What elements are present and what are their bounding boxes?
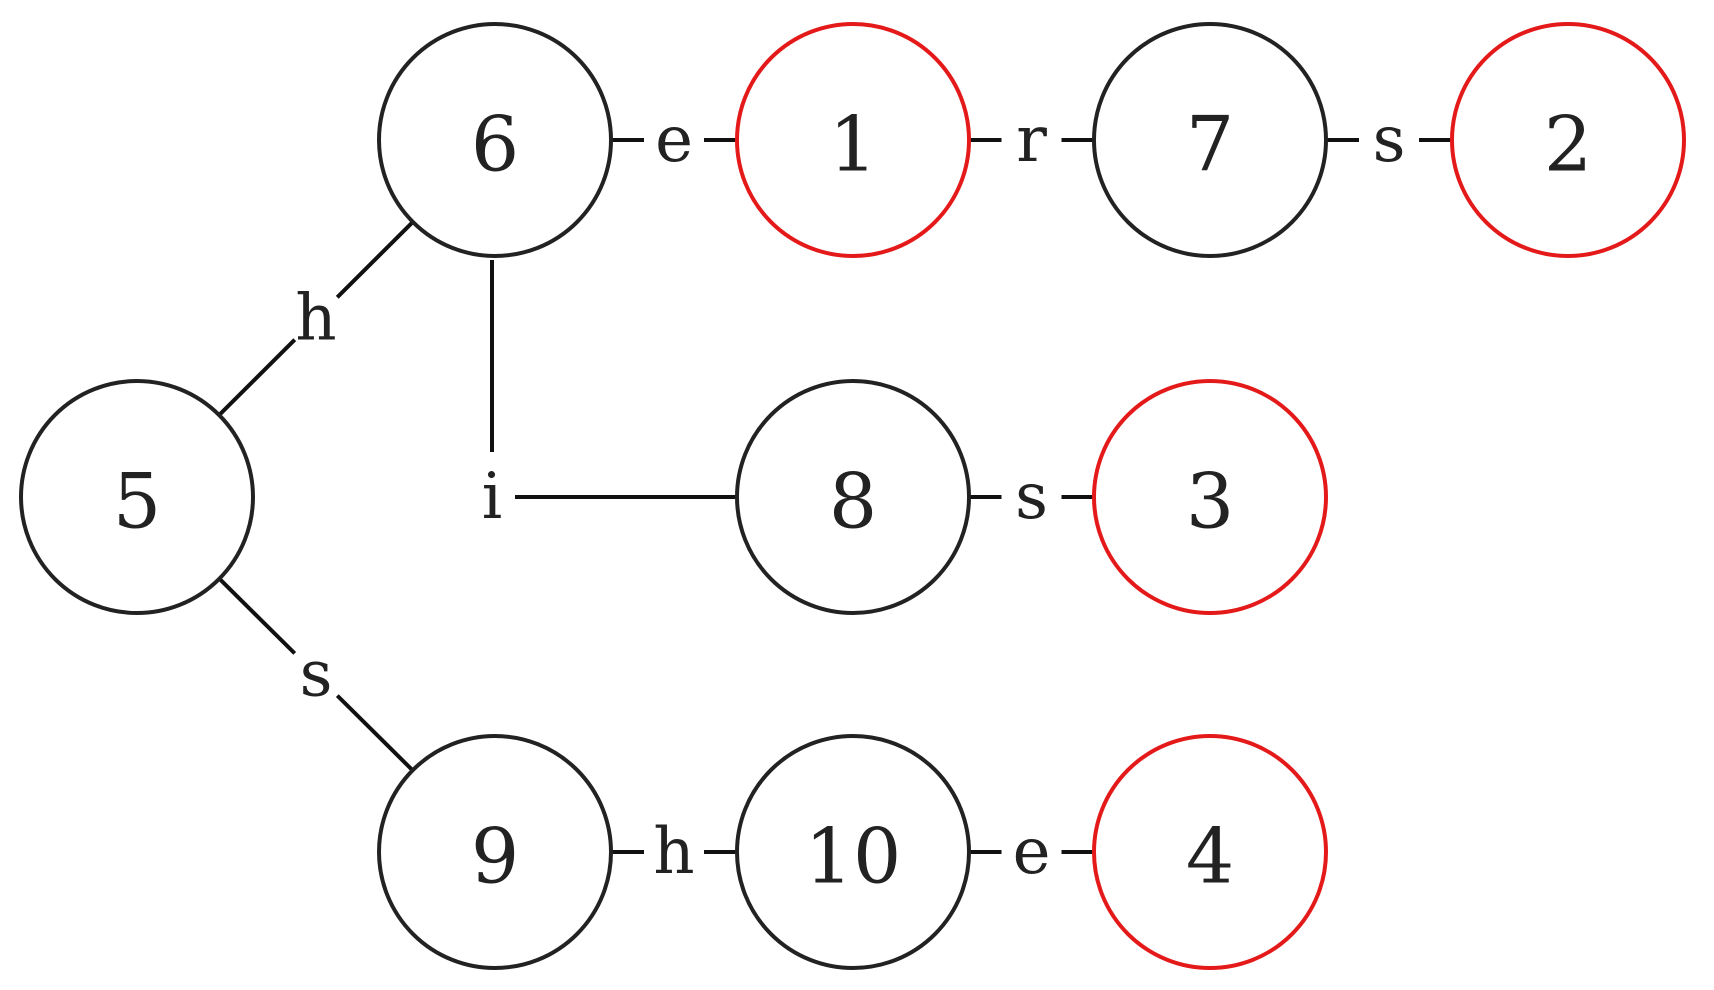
node-label: 7 (1186, 100, 1234, 189)
node-label: 3 (1186, 457, 1234, 546)
node-label: 8 (829, 457, 877, 546)
edge-label: i (482, 460, 502, 534)
node-3: 3 (1092, 379, 1328, 615)
edge-line (335, 694, 415, 772)
edge-7-2: s (1326, 103, 1452, 177)
node-circle (377, 734, 613, 970)
edge-label: e (655, 103, 693, 177)
edge-line (217, 577, 297, 655)
edges-layer: h s e i r s s h e (217, 103, 1452, 889)
node-label: 5 (113, 457, 161, 546)
node-label: 4 (1186, 812, 1234, 901)
node-4: 4 (1092, 734, 1328, 970)
node-label: 2 (1544, 100, 1592, 189)
node-label: 10 (805, 812, 902, 901)
node-circle (735, 734, 971, 970)
node-5: 5 (19, 379, 255, 615)
node-label: 9 (471, 812, 519, 901)
edge-line (335, 220, 415, 299)
edge-6-1: e (611, 103, 737, 177)
edge-label: s (300, 638, 333, 712)
node-6: 6 (377, 22, 613, 258)
edge-line (217, 338, 297, 417)
edge-1-7: r (969, 103, 1094, 177)
terminal-node-circle (1092, 379, 1328, 615)
edge-5-9: s (217, 577, 415, 772)
edge-9-10: h (611, 815, 737, 889)
node-label: 1 (829, 100, 877, 189)
node-8: 8 (735, 379, 971, 615)
edge-label: s (1015, 460, 1048, 534)
node-7: 7 (1092, 22, 1328, 258)
edge-label: h (653, 815, 694, 889)
terminal-node-circle (1450, 22, 1686, 258)
edge-5-6: h (217, 220, 415, 417)
edge-label: h (295, 282, 336, 356)
node-circle (377, 22, 613, 258)
edge-6-8: i (482, 260, 737, 534)
node-label: 6 (471, 100, 519, 189)
node-10: 10 (735, 734, 971, 970)
edge-10-4: e (969, 815, 1094, 889)
edge-label: s (1373, 103, 1406, 177)
node-circle (1092, 22, 1328, 258)
node-2: 2 (1450, 22, 1686, 258)
node-circle (19, 379, 255, 615)
terminal-node-circle (735, 22, 971, 258)
node-9: 9 (377, 734, 613, 970)
node-circle (735, 379, 971, 615)
edge-label: r (1016, 103, 1047, 177)
nodes-layer: 5 6 1 7 2 8 3 9 10 4 (19, 22, 1686, 970)
node-1: 1 (735, 22, 971, 258)
terminal-node-circle (1092, 734, 1328, 970)
edge-label: e (1013, 815, 1051, 889)
edge-8-3: s (969, 460, 1094, 534)
